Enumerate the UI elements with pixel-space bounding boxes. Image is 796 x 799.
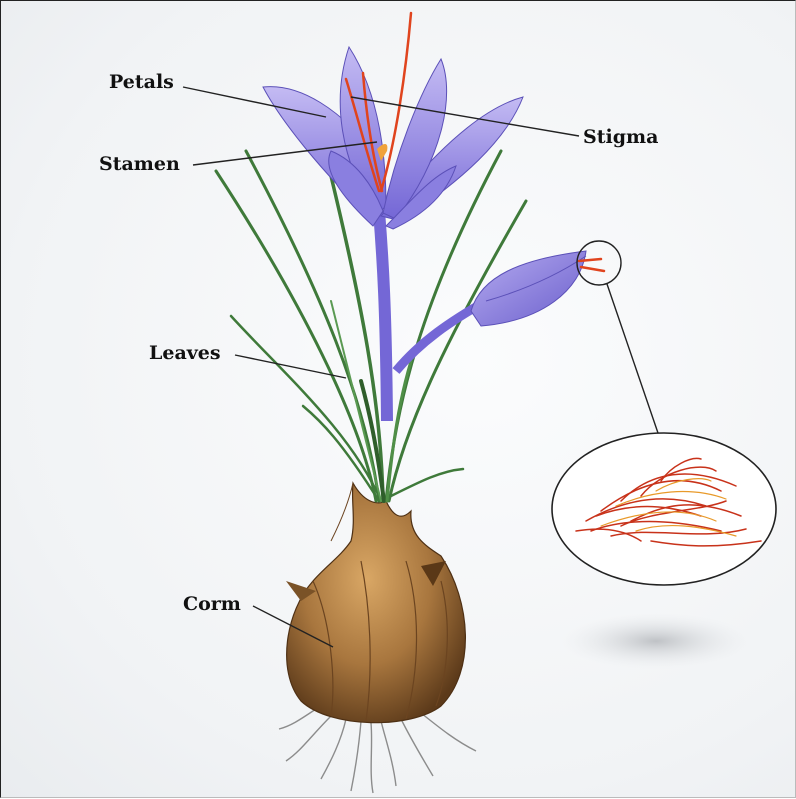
flower-tube	[379, 211, 387, 421]
corm-label: Corm	[183, 595, 241, 614]
stigma-label: Stigma	[583, 128, 658, 147]
inset-shadow	[561, 613, 751, 669]
saffron-threads-inset	[552, 433, 776, 585]
magnify-connector	[607, 284, 658, 433]
petals-label: Petals	[109, 73, 174, 92]
stamen-label: Stamen	[99, 155, 180, 174]
corm-bulb	[286, 483, 465, 723]
leaves-label: Leaves	[149, 344, 221, 363]
